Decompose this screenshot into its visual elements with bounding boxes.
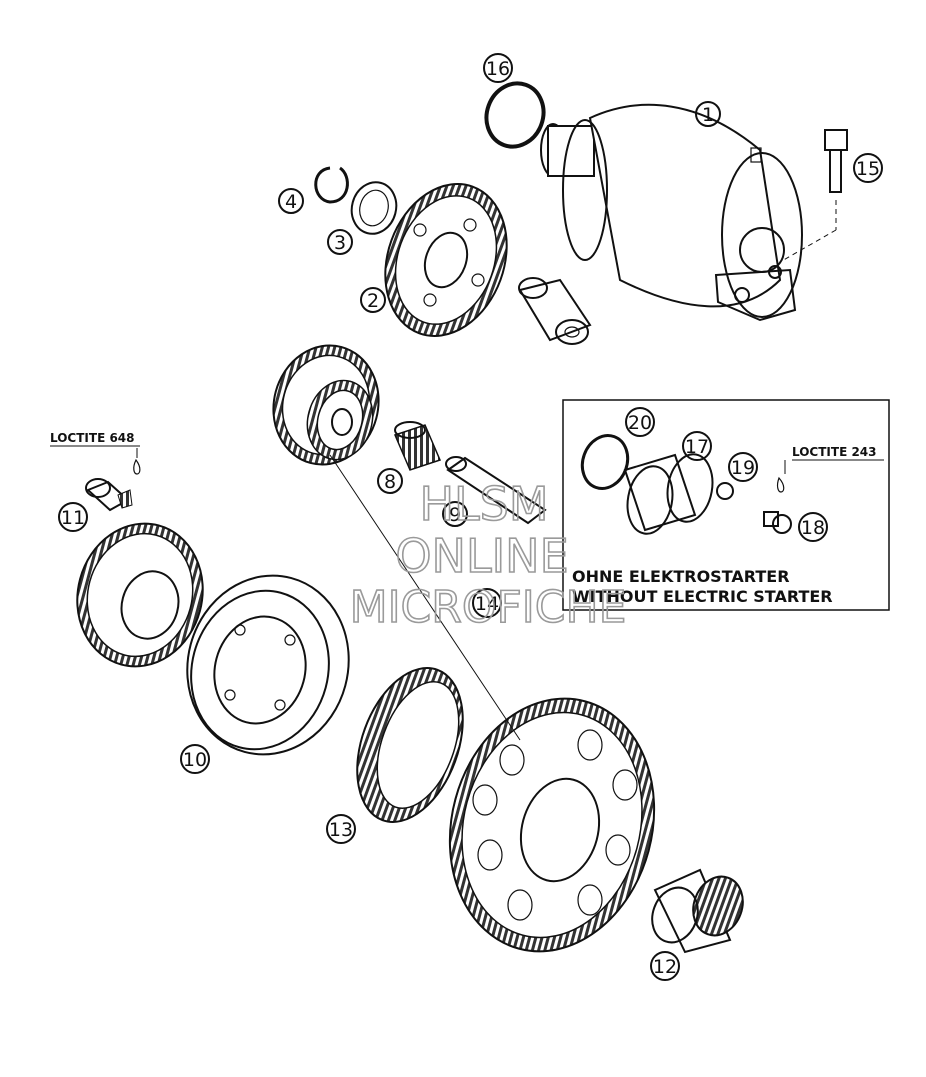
callout-9: 9 (442, 501, 468, 527)
watermark-line3: MICROFICHE (350, 582, 627, 633)
svg-text:20: 20 (628, 412, 652, 434)
svg-text:1: 1 (702, 104, 714, 126)
callout-8: 8 (377, 468, 403, 494)
svg-text:2: 2 (367, 290, 379, 312)
callout-16: 16 (483, 53, 513, 83)
watermark-line2: ONLINE (395, 529, 568, 583)
inset-caption-en: WITHOUT ELECTRIC STARTER (572, 587, 833, 606)
o-ring (484, 81, 546, 149)
starter-gear (448, 697, 656, 953)
leader-line (329, 454, 521, 741)
svg-text:18: 18 (801, 517, 825, 539)
freewheel-cage (356, 667, 464, 823)
svg-text:4: 4 (285, 191, 297, 213)
callout-19: 19 (728, 452, 758, 482)
needle-bearing (651, 868, 744, 954)
svg-text:16: 16 (486, 58, 510, 80)
starter-motor (540, 103, 803, 322)
inset-box (562, 399, 890, 611)
callout-3: 3 (327, 229, 353, 255)
svg-text:12: 12 (653, 956, 677, 978)
callout-13: 13 (326, 814, 356, 844)
idler-gear (384, 183, 508, 337)
primary-gear (76, 522, 204, 668)
rotor-housing (186, 574, 350, 756)
svg-text:14: 14 (475, 593, 499, 615)
svg-text:11: 11 (61, 507, 85, 529)
callout-1: 1 (695, 101, 721, 127)
callout-15: 15 (853, 153, 883, 183)
loctite-label: LOCTITE 648 (50, 431, 135, 445)
svg-text:15: 15 (856, 158, 880, 180)
washer (350, 181, 398, 235)
double-gear (272, 344, 380, 466)
shaft (445, 456, 547, 525)
callout-14: 14 (472, 588, 502, 618)
svg-text:17: 17 (685, 436, 709, 458)
callout-20: 20 (625, 407, 655, 437)
svg-text:10: 10 (183, 749, 207, 771)
callout-4: 4 (278, 188, 304, 214)
watermark-line1: HLSM (419, 477, 548, 531)
inset-caption-de: OHNE ELEKTROSTARTER (572, 567, 790, 586)
svg-text:8: 8 (384, 471, 396, 493)
loctite-label: LOCTITE 243 (792, 445, 877, 459)
svg-text:19: 19 (731, 457, 755, 479)
callout-12: 12 (650, 951, 680, 981)
bushing (518, 277, 592, 345)
svg-text:13: 13 (329, 819, 353, 841)
callout-10: 10 (180, 744, 210, 774)
svg-text:9: 9 (449, 504, 461, 526)
svg-text:3: 3 (334, 232, 346, 254)
needle-bearing (393, 421, 442, 471)
callout-2: 2 (360, 287, 386, 313)
callout-11: 11 (58, 502, 88, 532)
callout-18: 18 (798, 512, 828, 542)
bolt (779, 129, 848, 263)
circlip (314, 166, 349, 204)
callout-17: 17 (682, 431, 712, 461)
screw (85, 448, 141, 512)
